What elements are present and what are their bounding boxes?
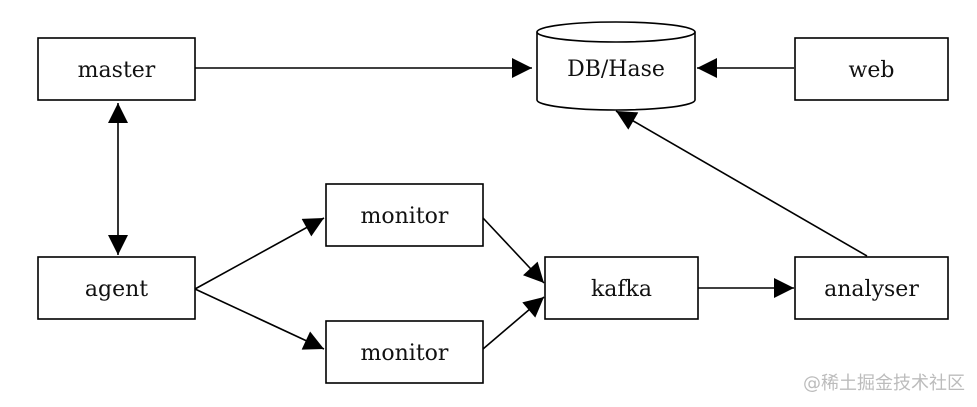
node-master: master — [37, 37, 196, 101]
node-master-label: master — [78, 58, 156, 83]
edge-agent-to-monitor-top — [194, 217, 325, 290]
node-db: DB/Hase — [536, 21, 696, 111]
node-monitor-top: monitor — [325, 183, 484, 247]
edges — [108, 58, 868, 350]
node-monitor-bottom: monitor — [325, 320, 484, 384]
watermark-text: @稀土掘金技术社区 — [803, 373, 965, 394]
node-kafka-label: kafka — [591, 277, 652, 302]
node-web: web — [794, 37, 949, 101]
node-agent-label: agent — [85, 277, 148, 302]
node-monitor-bottom-label: monitor — [361, 341, 449, 366]
database-icon — [536, 32, 696, 111]
node-db-label: DB/Hase — [567, 57, 665, 82]
edge-analyser-to-db — [615, 110, 868, 257]
node-agent: agent — [37, 256, 196, 320]
node-analyser: analyser — [794, 256, 949, 320]
node-monitor-top-label: monitor — [361, 204, 449, 229]
edge-monitor-top-to-kafka — [482, 217, 545, 284]
node-kafka: kafka — [544, 256, 699, 320]
node-web-label: web — [849, 58, 895, 83]
edge-monitor-bottom-to-kafka — [482, 296, 545, 350]
node-analyser-label: analyser — [824, 277, 919, 302]
edge-agent-to-monitor-bottom — [194, 288, 325, 350]
